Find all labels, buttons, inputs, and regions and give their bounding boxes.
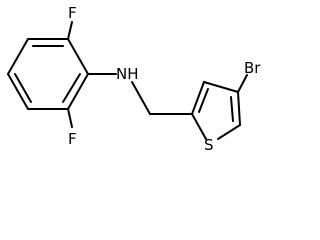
benzene-bond-5 xyxy=(7,38,29,75)
bromine-label: Br xyxy=(244,59,261,77)
fluorine-top-bond xyxy=(67,21,73,40)
fluorine-bottom-bond xyxy=(67,108,73,128)
thiophene-bond-3 xyxy=(237,91,241,126)
sulfur-label: S xyxy=(204,136,214,154)
thiophene-bond-2 xyxy=(203,81,239,93)
fluorine-top-label: F xyxy=(68,4,77,22)
fluorine-bottom-label: F xyxy=(68,130,77,148)
thiophene-double-bond-top xyxy=(198,88,209,113)
thiophene-double-bond-right xyxy=(230,96,234,122)
molecule-canvas: F F NH S Br xyxy=(7,4,262,154)
thiophene-bond-1 xyxy=(191,81,205,115)
benzene-bond-1 xyxy=(67,38,89,75)
benzene-double-bond-left xyxy=(14,73,32,103)
amine-label: NH xyxy=(116,65,139,83)
thiophene-bond-5 xyxy=(191,113,207,140)
bromine-bond xyxy=(237,74,248,93)
thiophene-bond-4 xyxy=(217,124,241,140)
amine-methylene-bond xyxy=(131,81,151,115)
benzene-bond-2 xyxy=(67,73,89,110)
benzene-bond-4 xyxy=(7,73,29,110)
molecule-structure: F F NH S Br xyxy=(7,4,261,154)
benzene-double-bond-right xyxy=(62,73,81,103)
